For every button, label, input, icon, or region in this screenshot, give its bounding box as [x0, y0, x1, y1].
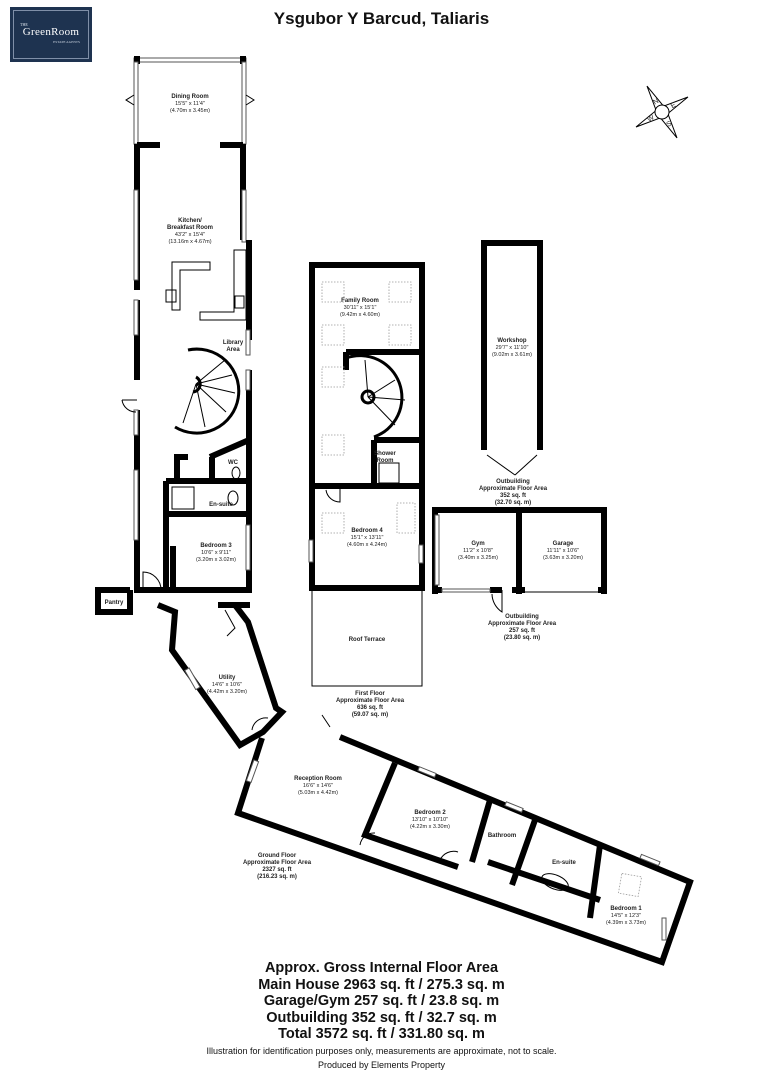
room-dining: Dining Room: [171, 94, 208, 100]
room-kitchen-imperial: 43'2" x 15'4": [175, 232, 205, 238]
summary-total: Total 3572 sq. ft / 331.80 sq. m: [278, 1026, 485, 1042]
utility-block: [156, 602, 287, 749]
room-workshop-metric: (9.02m x 3.61m): [492, 352, 532, 358]
room-garage-imperial: 11'11" x 10'6": [547, 548, 579, 554]
room-family-metric: (9.42m x 4.60m): [340, 312, 380, 318]
room-bedroom-1: Bedroom 1: [610, 906, 642, 912]
room-utility-imperial: 14'6" x 10'6": [212, 682, 242, 688]
gym-garage-block: [432, 507, 607, 613]
room-bathroom: Bathroom: [488, 833, 516, 839]
room-kitchen: Kitchen/: [178, 218, 202, 224]
compass-icon: N E S W: [635, 85, 689, 139]
compass-n: N: [652, 98, 660, 107]
room-shower-2: Room: [377, 458, 394, 464]
logo-border: [13, 10, 89, 59]
room-bedroom-1-imperial: 14'5" x 12'3": [611, 913, 641, 919]
room-library-2: Area: [226, 347, 240, 353]
room-bedroom-3: Bedroom 3: [200, 543, 232, 549]
ground-floor-main-block: [95, 56, 255, 615]
area-first-4: (59.07 sq. m): [352, 712, 388, 718]
room-roof-terrace: Roof Terrace: [349, 637, 386, 643]
room-bedroom-3-imperial: 10'6" x 9'11": [201, 550, 231, 556]
room-bedroom-4-metric: (4.60m x 4.24m): [347, 542, 387, 548]
room-kitchen-2: Breakfast Room: [167, 225, 213, 231]
room-garage-metric: (3.63m x 3.20m): [543, 555, 583, 561]
room-gym-imperial: 11'2" x 10'8": [463, 548, 493, 554]
room-dining-metric: (4.70m x 3.45m): [170, 108, 210, 114]
room-pantry: Pantry: [105, 600, 124, 606]
summary-heading: Approx. Gross Internal Floor Area: [264, 960, 499, 976]
page-title: Ysgubor Y Barcud, Taliaris: [273, 9, 490, 28]
compass-e: E: [670, 102, 678, 111]
logo-the: THE: [20, 22, 28, 27]
area-gym-1: Outbuilding: [505, 614, 539, 620]
area-gym-3: 257 sq. ft: [509, 628, 535, 634]
area-gym-4: (23.80 sq. m): [504, 635, 540, 641]
agency-logo: THE GreenRoom ESTATE AGENTS: [10, 7, 92, 62]
room-gym: Gym: [471, 541, 484, 547]
room-kitchen-metric: (13.16m x 4.67m): [168, 239, 211, 245]
compass-s: S: [665, 120, 673, 129]
room-utility-metric: (4.42m x 3.20m): [207, 689, 247, 695]
area-gym-2: Approximate Floor Area: [488, 621, 557, 627]
room-family: Family Room: [341, 298, 379, 304]
room-bedroom-2-imperial: 13'10" x 10'10": [412, 817, 448, 823]
workshop-block: [481, 240, 543, 476]
area-workshop-4: (32.70 sq. m): [495, 500, 531, 506]
room-bedroom-2: Bedroom 2: [414, 810, 446, 816]
area-workshop-2: Approximate Floor Area: [479, 486, 548, 492]
area-workshop-3: 352 sq. ft: [500, 493, 526, 499]
summary-outbuilding: Outbuilding 352 sq. ft / 32.7 sq. m: [266, 1009, 497, 1026]
area-workshop-1: Outbuilding: [496, 479, 530, 485]
room-garage: Garage: [553, 541, 574, 547]
first-floor-block: [308, 262, 425, 687]
area-first-2: Approximate Floor Area: [336, 698, 405, 704]
area-labels: Outbuilding Approximate Floor Area 352 s…: [243, 479, 557, 880]
room-bedroom-4: Bedroom 4: [351, 528, 383, 534]
room-shower: Shower: [374, 451, 396, 457]
area-ground-3: 2327 sq. ft: [262, 867, 291, 873]
room-bedroom-2-metric: (4.22m x 3.30m): [410, 824, 450, 830]
room-labels: Dining Room 15'5" x 11'4" (4.70m x 3.45m…: [105, 94, 647, 926]
room-bedroom-1-metric: (4.39m x 3.73m): [606, 920, 646, 926]
room-ensuite-3: En-suite: [209, 502, 233, 508]
floor-area-summary: Approx. Gross Internal Floor Area Main H…: [0, 960, 763, 1070]
room-utility: Utility: [219, 675, 236, 681]
area-ground-2: Approximate Floor Area: [243, 860, 312, 866]
area-first-1: First Floor: [355, 691, 385, 697]
area-first-3: 636 sq. ft: [357, 705, 383, 711]
room-library: Library: [223, 340, 244, 346]
room-reception-metric: (5.03m x 4.42m): [298, 790, 338, 796]
room-reception-imperial: 16'6" x 14'6": [303, 783, 333, 789]
room-wc: WC: [228, 460, 239, 466]
room-ensuite-1: En-suite: [552, 860, 576, 866]
disclaimer: Illustration for identification purposes…: [206, 1045, 557, 1056]
room-bedroom-4-imperial: 15'1" x 13'11": [351, 535, 384, 541]
compass-w: W: [646, 114, 656, 124]
room-dining-imperial: 15'5" x 11'4": [175, 101, 205, 107]
logo-sub: ESTATE AGENTS: [53, 40, 80, 44]
room-reception: Reception Room: [294, 776, 342, 782]
ground-floor-wing: [234, 714, 694, 966]
logo-name: GreenRoom: [22, 26, 80, 38]
summary-main-house: Main House 2963 sq. ft / 275.3 sq. m: [258, 976, 505, 993]
produced-by: Produced by Elements Property: [317, 1059, 446, 1070]
room-bedroom-3-metric: (3.20m x 3.02m): [196, 557, 236, 563]
room-workshop-imperial: 29'7" x 11'10": [496, 345, 529, 351]
room-gym-metric: (3.40m x 3.25m): [458, 555, 498, 561]
area-ground-1: Ground Floor: [258, 853, 297, 859]
room-workshop: Workshop: [497, 338, 527, 344]
room-family-imperial: 30'11" x 15'1": [344, 305, 377, 311]
area-ground-4: (216.23 sq. m): [257, 874, 297, 880]
summary-garage-gym: Garage/Gym 257 sq. ft / 23.8 sq. m: [263, 993, 500, 1009]
